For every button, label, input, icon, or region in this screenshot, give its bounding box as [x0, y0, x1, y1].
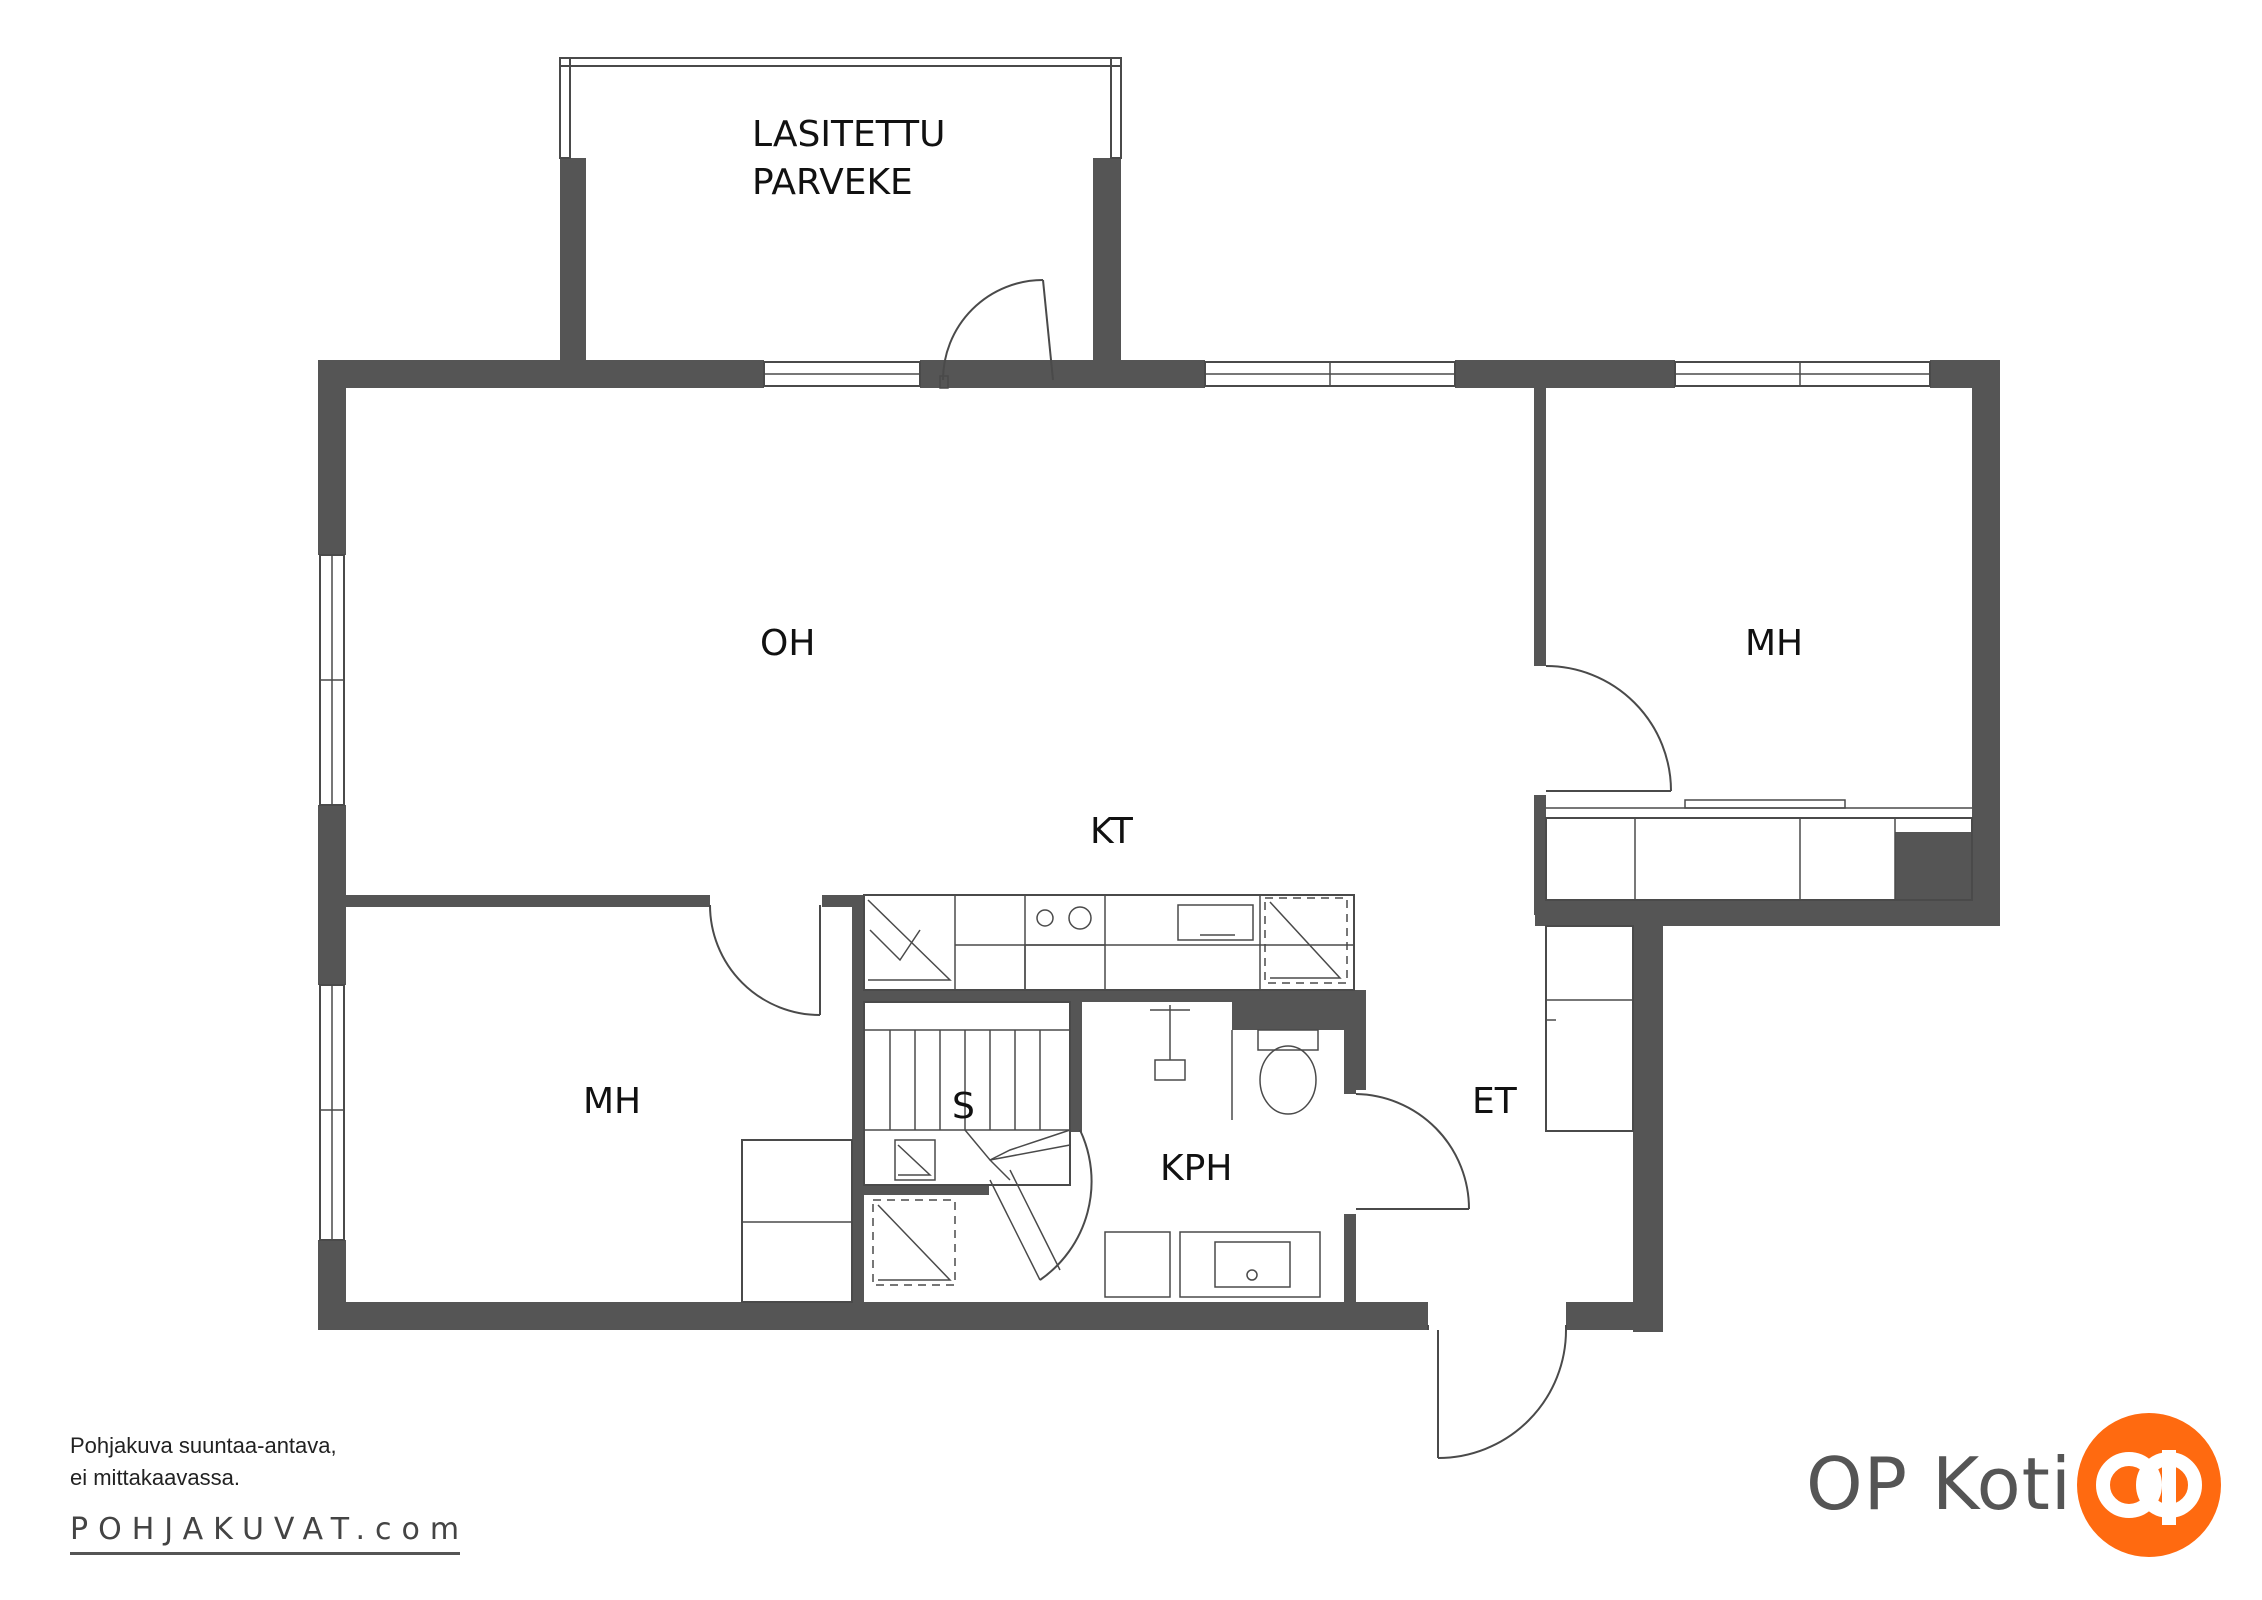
balcony-label-line2: PARVEKE	[752, 162, 913, 203]
doors	[709, 279, 1672, 1459]
disclaimer-line1: Pohjakuva suuntaa-antava,	[70, 1433, 337, 1458]
room-labels: LASITETTU PARVEKE OH MH KT MH S ET KPH	[583, 114, 1803, 1189]
disclaimer: Pohjakuva suuntaa-antava, ei mittakaavas…	[70, 1430, 337, 1494]
brand-name: OP Koti	[1806, 1442, 2072, 1526]
stair-label: S	[952, 1086, 975, 1127]
disclaimer-line2: ei mittakaavassa.	[70, 1465, 240, 1490]
bathroom-fixtures	[1104, 1005, 1321, 1298]
stairs	[863, 1001, 1071, 1286]
bathroom-label: KPH	[1160, 1148, 1232, 1189]
interior-walls	[346, 388, 1546, 1302]
kitchen-label: KT	[1090, 811, 1134, 852]
living-room-label: OH	[760, 623, 815, 664]
watermark-text: POHJAKUVAT.com	[70, 1512, 470, 1547]
balcony-label-line1: LASITETTU	[752, 114, 945, 155]
bedroom-left-label: MH	[583, 1081, 641, 1122]
watermark-underline	[70, 1552, 460, 1555]
balcony-glazing	[559, 57, 1122, 159]
op-logo-icon	[2077, 1413, 2221, 1557]
windows	[319, 361, 1931, 1241]
entry-label: ET	[1472, 1081, 1518, 1122]
kitchen-fixtures	[741, 799, 1973, 1303]
exterior-walls	[318, 158, 2000, 1332]
bedroom-right-label: MH	[1745, 623, 1803, 664]
